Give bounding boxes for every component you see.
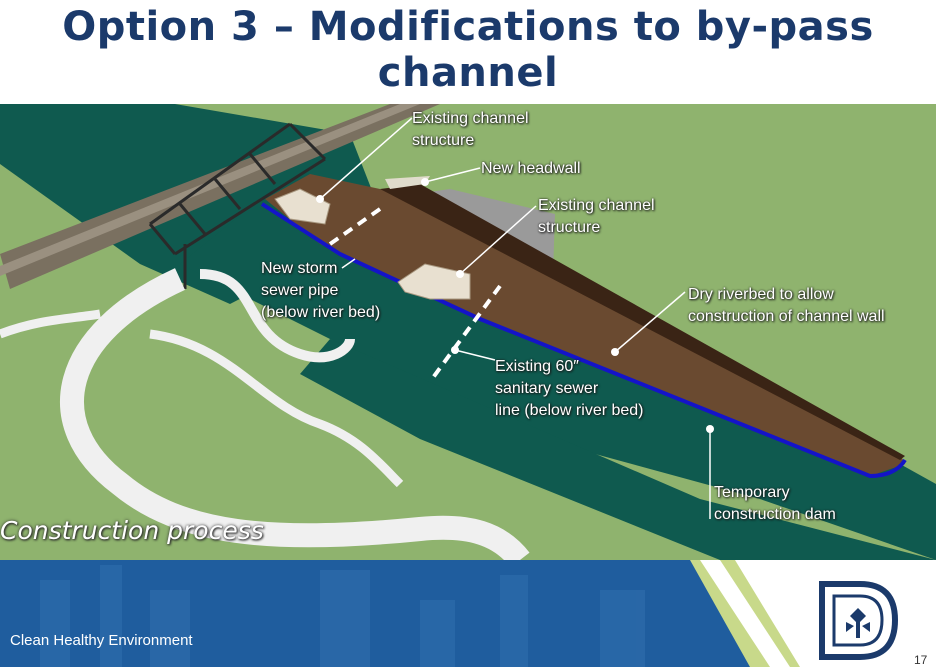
- tree-icon: [846, 608, 870, 638]
- footer-text: Clean Healthy Environment: [10, 632, 193, 649]
- channel-structure-2: [397, 263, 471, 300]
- construction-diagram: [0, 104, 936, 560]
- label-new-storm-sewer: New storm sewer pipe (below river bed): [261, 260, 381, 321]
- temporary-dam-line: [260, 202, 907, 479]
- walking-path-branch: [149, 329, 404, 488]
- leader-lines: [319, 117, 711, 519]
- river-lower: [300, 339, 936, 560]
- dry-riverbed: [265, 174, 905, 476]
- walking-path-main: [60, 268, 530, 560]
- label-temporary-dam: Temporary construction dam: [714, 484, 836, 523]
- label-new-headwall: New headwall: [481, 160, 581, 177]
- footer-band: [0, 560, 936, 667]
- leader-dots: [316, 178, 714, 433]
- slide-title: Option 3 – Modifications to by-pass chan…: [62, 4, 874, 96]
- page-number: 17: [914, 653, 928, 667]
- label-dry-riverbed: Dry riverbed to allow construction of ch…: [688, 286, 885, 325]
- dallas-logo-icon: [819, 581, 899, 660]
- sanitary-sewer-dash: [430, 284, 502, 381]
- label-existing-sanitary-sewer: Existing 60″ sanitary sewer line (below …: [495, 358, 644, 419]
- walking-path-loop: [199, 269, 355, 363]
- walking-path-left: [0, 309, 101, 339]
- diagram-caption: Construction process: [0, 516, 264, 545]
- label-existing-channel-structure-1: Existing channel structure: [412, 110, 529, 149]
- riverbed-shadow: [380, 184, 905, 460]
- river-right: [180, 199, 936, 560]
- truss-bridge: [148, 122, 327, 289]
- road: [0, 104, 440, 289]
- label-existing-channel-structure-2: Existing channel structure: [538, 197, 655, 236]
- new-headwall: [385, 176, 430, 189]
